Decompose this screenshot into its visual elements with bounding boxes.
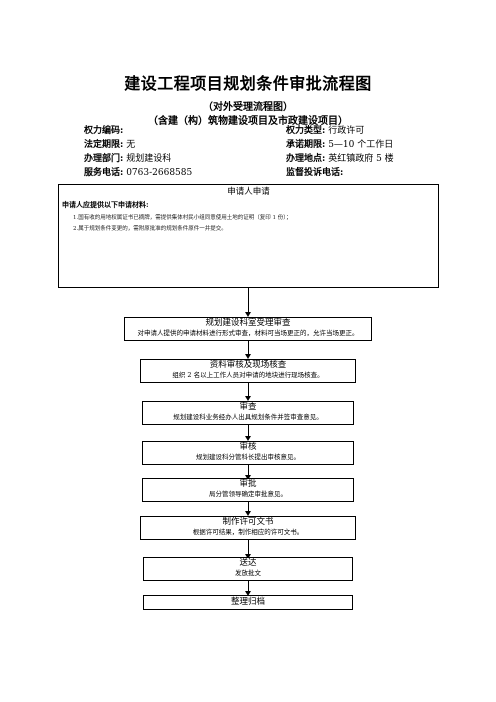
legal-deadline-label: 法定期限: [84, 140, 124, 150]
connector-line [248, 288, 249, 312]
service-phone-value: 0763-2668585 [126, 168, 193, 178]
arrow-down-icon [245, 511, 251, 516]
step-desc: 局分管领导确定审批意见。 [209, 490, 287, 498]
step-desc: 规划建设科分管科长提出审核意见。 [196, 453, 300, 461]
connector-line [248, 465, 249, 475]
department-label: 办理部门: [84, 154, 124, 164]
authority-code: 权力编码: [84, 125, 123, 138]
step-desc: 对申请人提供的申请材料进行形式审查，材料可当场更正的，允许当场更正。 [137, 329, 359, 337]
materials-item-2: 2.属于规划条件变更的，需附原批准的规划条件原件一并提交。 [73, 226, 227, 232]
complaint-phone-label: 监督投诉电话: [286, 168, 344, 178]
complaint-phone: 监督投诉电话: [286, 167, 343, 180]
arrow-down-icon [245, 396, 251, 401]
arrow-down-icon [245, 591, 251, 596]
authority-type: 权力类型: 行政许可 [286, 125, 364, 138]
step-make-permit: 制作许可文书 根据许可结果，制作相应的许可文书。 [140, 516, 356, 540]
page-title: 建设工程项目规划条件审批流程图 [124, 74, 372, 93]
promised-deadline: 承诺期限: 5—10 个工作日 [286, 139, 393, 152]
arrow-down-icon [245, 554, 251, 559]
authority-type-value: 行政许可 [328, 126, 365, 136]
arrow-down-icon [245, 354, 251, 359]
service-phone-label: 服务电话: [84, 168, 124, 178]
applicant-box-title: 申请人申请 [227, 187, 270, 197]
location-value: 英红镇政府 5 楼 [328, 154, 394, 164]
legal-deadline-value: 无 [126, 140, 136, 150]
step-title: 资料审核及现场核查 [209, 360, 287, 370]
department: 办理部门: 规划建设科 [84, 153, 171, 166]
step-title: 送达 [239, 558, 257, 568]
step-material-check: 资料审核及现场核查 组织 2 名以上工作人员对申请的地块进行现场核查。 [140, 359, 356, 383]
materials-header: 申请人应提供以下申请材料: [62, 200, 149, 209]
connector-line [248, 581, 249, 591]
materials-item-1: 1.国有收的用地权属证书已摘牌，需提供集体村民小组同意使用土地的证明（复印 1 … [73, 215, 292, 221]
subtitle-external: （对外受理流程图） [203, 102, 293, 113]
promised-deadline-value: 5—10 个工作日 [328, 140, 394, 150]
step-audit: 审核 规划建设科分管科长提出审核意见。 [142, 441, 354, 465]
legal-deadline: 法定期限: 无 [84, 139, 135, 152]
step-desc: 发放批文 [235, 569, 261, 577]
connector-line [248, 383, 249, 396]
step-delivery: 送达 发放批文 [143, 557, 353, 581]
connector-line [248, 341, 249, 354]
arrow-down-icon [245, 436, 251, 441]
authority-code-label: 权力编码: [84, 126, 124, 136]
location: 办理地点: 英红镇政府 5 楼 [286, 153, 394, 166]
service-phone: 服务电话: 0763-2668585 [84, 167, 192, 180]
step-title: 规划建设科室受理审查 [205, 318, 291, 328]
arrow-down-icon [245, 475, 251, 480]
step-approval: 审批 局分管领导确定审批意见。 [142, 478, 354, 502]
step-desc: 规划建设科业务经办人出具规划条件并签审查意见。 [173, 413, 323, 421]
step-review: 审查 规划建设科业务经办人出具规划条件并签审查意见。 [142, 401, 354, 425]
connector-line [248, 425, 249, 436]
authority-type-label: 权力类型: [286, 126, 326, 136]
applicant-box: 申请人申请 申请人应提供以下申请材料: 1.国有收的用地权属证书已摘牌，需提供集… [58, 184, 439, 288]
step-title: 整理归档 [230, 597, 265, 607]
department-value: 规划建设科 [126, 154, 172, 164]
step-title: 审查 [239, 402, 257, 412]
step-title: 审批 [239, 479, 257, 489]
arrow-down-icon [245, 312, 251, 317]
step-acceptance-review: 规划建设科室受理审查 对申请人提供的申请材料进行形式审查，材料可当场更正的，允许… [124, 317, 372, 341]
step-desc: 组织 2 名以上工作人员对申请的地块进行现场核查。 [172, 371, 324, 379]
step-title: 制作许可文书 [222, 517, 274, 527]
step-desc: 根据许可结果，制作相应的许可文书。 [192, 528, 304, 536]
step-title: 审核 [239, 442, 257, 452]
connector-line [248, 502, 249, 511]
subtitle-scope: （含建（构）筑物建设项目及市政建设项目） [148, 116, 348, 127]
location-label: 办理地点: [286, 154, 326, 164]
connector-line [248, 540, 249, 554]
promised-deadline-label: 承诺期限: [286, 140, 326, 150]
step-archive: 整理归档 [143, 595, 353, 610]
